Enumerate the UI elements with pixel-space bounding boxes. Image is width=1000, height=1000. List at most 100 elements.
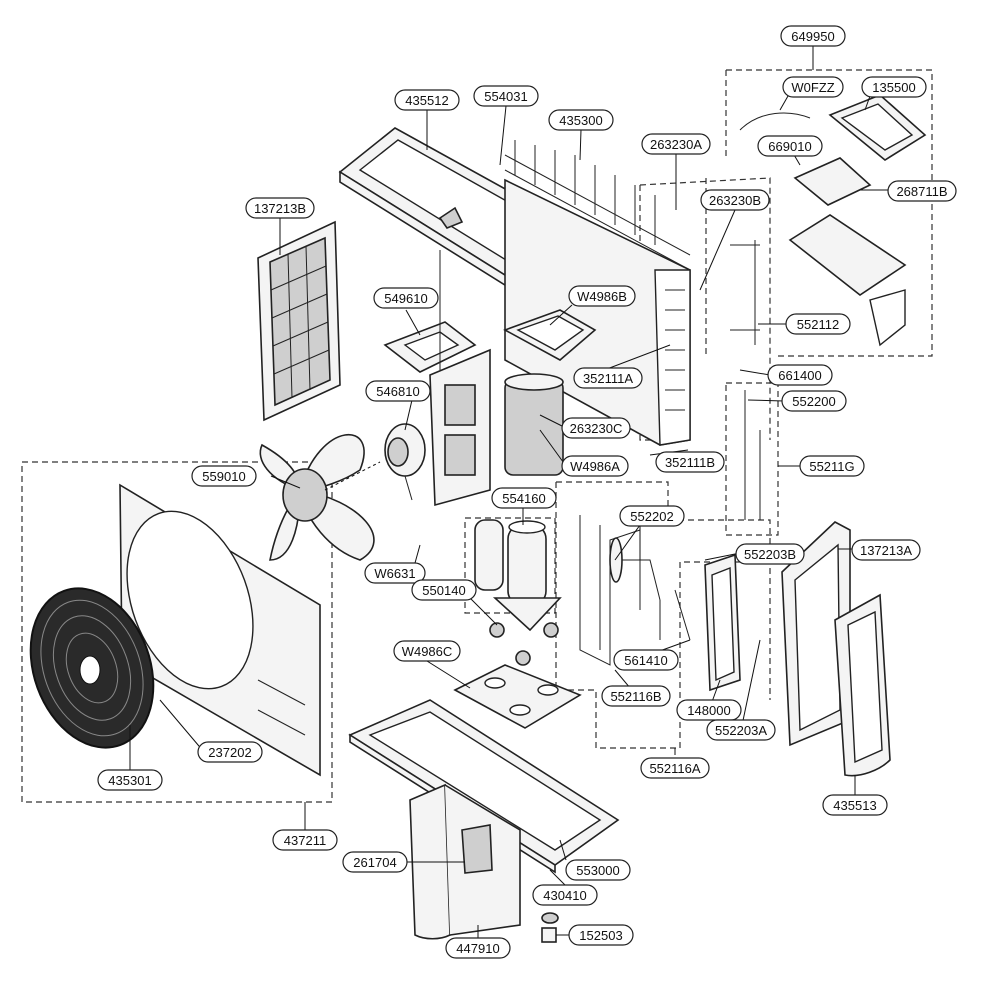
svg-text:552200: 552200 xyxy=(792,394,835,409)
label-430410: 430410 xyxy=(532,884,598,906)
svg-text:435301: 435301 xyxy=(108,773,151,788)
label-W6631: W6631 xyxy=(364,562,426,584)
label-137213B: 137213B xyxy=(245,197,315,219)
label-352111A: 352111A xyxy=(573,367,643,389)
svg-text:435300: 435300 xyxy=(559,113,602,128)
motor-bracket xyxy=(383,250,491,507)
svg-text:152503: 152503 xyxy=(579,928,622,943)
label-55211G: 55211G xyxy=(799,455,865,477)
top-cover-arrow-icon xyxy=(438,206,464,229)
svg-text:352111B: 352111B xyxy=(665,455,715,470)
svg-text:549610: 549610 xyxy=(384,291,427,306)
svg-text:137213A: 137213A xyxy=(860,543,912,558)
label-237202: 237202 xyxy=(197,741,263,763)
label-268711B: 268711B xyxy=(887,180,957,202)
svg-text:552116A: 552116A xyxy=(649,761,700,776)
label-549610: 549610 xyxy=(373,287,439,309)
propeller-fan xyxy=(259,434,381,561)
control-box-group xyxy=(726,69,933,357)
label-263230A: 263230A xyxy=(641,133,711,155)
svg-text:559010: 559010 xyxy=(202,469,245,484)
label-649950: 649950 xyxy=(780,25,846,47)
svg-text:554031: 554031 xyxy=(484,89,527,104)
part-labels: 649950 W0FZZ 135500 435512 554031 435300… xyxy=(97,25,957,959)
svg-text:237202: 237202 xyxy=(208,745,251,760)
service-cover xyxy=(834,593,891,777)
control-box xyxy=(739,94,927,347)
label-552116B: 552116B xyxy=(601,685,671,707)
label-152503: 152503 xyxy=(568,924,634,946)
drain-plug xyxy=(541,912,559,943)
svg-text:W4986A: W4986A xyxy=(570,459,620,474)
svg-text:553000: 553000 xyxy=(576,863,619,878)
svg-text:263230B: 263230B xyxy=(709,193,761,208)
label-552203B: 552203B xyxy=(735,543,805,565)
label-552200: 552200 xyxy=(781,390,847,412)
label-W0FZZ: W0FZZ xyxy=(782,76,844,98)
label-561410: 561410 xyxy=(613,649,679,671)
condenser-group xyxy=(639,177,771,440)
label-263230C: 263230C xyxy=(561,417,631,439)
top-pad xyxy=(503,309,597,361)
label-552116A: 552116A xyxy=(640,757,710,779)
label-550140: 550140 xyxy=(411,579,477,601)
label-148000: 148000 xyxy=(676,699,742,721)
refrigerant-piping xyxy=(579,515,691,666)
label-552203A: 552203A xyxy=(706,719,776,741)
svg-text:550140: 550140 xyxy=(422,583,465,598)
fan-motor xyxy=(384,423,426,501)
label-W4986B: W4986B xyxy=(568,285,636,307)
valve-panel xyxy=(704,553,741,692)
label-435513: 435513 xyxy=(822,794,888,816)
label-435300: 435300 xyxy=(548,109,614,131)
label-552202: 552202 xyxy=(619,505,685,527)
front-panel xyxy=(119,483,321,777)
svg-text:435512: 435512 xyxy=(405,93,448,108)
base-pad xyxy=(453,664,582,729)
svg-text:552116B: 552116B xyxy=(610,689,661,704)
label-661400: 661400 xyxy=(767,364,833,386)
label-553000: 553000 xyxy=(565,859,631,881)
svg-text:261704: 261704 xyxy=(353,855,396,870)
svg-text:554160: 554160 xyxy=(502,491,545,506)
right-pipes xyxy=(730,240,761,520)
label-669010: 669010 xyxy=(757,135,823,157)
compressor-group xyxy=(464,517,556,614)
svg-text:649950: 649950 xyxy=(791,29,834,44)
sound-blanket xyxy=(504,373,564,476)
label-435512: 435512 xyxy=(394,89,460,111)
label-W4986C: W4986C xyxy=(393,640,461,662)
svg-text:552202: 552202 xyxy=(630,509,673,524)
svg-text:135500: 135500 xyxy=(872,80,915,95)
svg-text:W4986C: W4986C xyxy=(402,644,453,659)
svg-text:437211: 437211 xyxy=(284,833,326,848)
label-447910: 447910 xyxy=(445,937,511,959)
valve-group xyxy=(725,382,779,536)
side-panel-right xyxy=(781,521,851,747)
svg-text:55211G: 55211G xyxy=(809,459,854,474)
svg-text:669010: 669010 xyxy=(768,139,811,154)
compressor xyxy=(474,519,562,666)
label-263230B: 263230B xyxy=(700,189,770,211)
svg-text:561410: 561410 xyxy=(624,653,667,668)
svg-text:137213B: 137213B xyxy=(254,201,306,216)
label-554031: 554031 xyxy=(473,85,539,107)
rear-grille xyxy=(504,140,691,271)
svg-text:430410: 430410 xyxy=(543,888,586,903)
label-435301: 435301 xyxy=(97,769,163,791)
label-546810: 546810 xyxy=(365,380,431,402)
svg-text:552203B: 552203B xyxy=(744,547,796,562)
label-W4986A: W4986A xyxy=(561,455,629,477)
svg-text:W6631: W6631 xyxy=(374,566,415,581)
fan-guard xyxy=(29,587,155,749)
label-559010: 559010 xyxy=(191,465,257,487)
label-554160: 554160 xyxy=(491,487,557,509)
front-panel-group xyxy=(21,461,333,803)
label-437211: 437211 xyxy=(272,829,338,851)
svg-text:352111A: 352111A xyxy=(583,371,633,386)
label-137213A: 137213A xyxy=(851,539,921,561)
svg-text:268711B: 268711B xyxy=(896,184,947,199)
label-261704: 261704 xyxy=(342,851,408,873)
